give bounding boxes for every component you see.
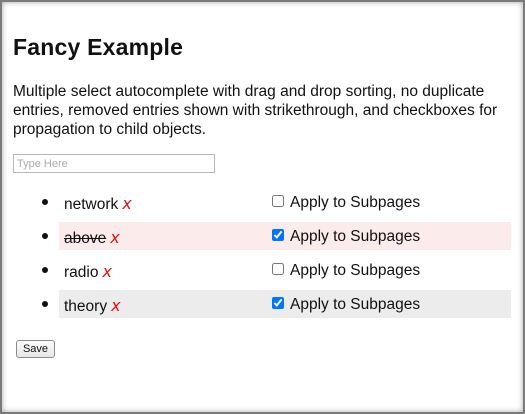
page-title: Fancy Example xyxy=(13,34,184,60)
save-button[interactable]: Save xyxy=(16,340,55,358)
remove-icon[interactable]: x xyxy=(110,228,120,247)
term-text: above xyxy=(64,230,107,247)
apply-to-subpages-checkbox[interactable] xyxy=(272,229,284,241)
autocomplete-input[interactable] xyxy=(13,154,215,173)
bullet-icon xyxy=(42,233,48,239)
term-text: theory xyxy=(64,298,108,315)
remove-icon[interactable]: x xyxy=(102,262,112,281)
apply-to-subpages-checkbox[interactable] xyxy=(272,263,284,275)
apply-to-subpages-checkbox[interactable] xyxy=(272,297,284,309)
bullet-icon xyxy=(42,267,48,273)
apply-to-subpages-label[interactable]: Apply to Subpages xyxy=(290,296,421,313)
term-text: network xyxy=(64,196,119,213)
apply-to-subpages-label[interactable]: Apply to Subpages xyxy=(290,194,421,211)
remove-icon[interactable]: x xyxy=(111,296,121,315)
apply-to-subpages-label[interactable]: Apply to Subpages xyxy=(290,262,421,279)
page-description: Multiple select autocomplete with drag a… xyxy=(13,83,498,138)
term-text: radio xyxy=(64,264,99,281)
apply-to-subpages-checkbox[interactable] xyxy=(272,195,284,207)
apply-to-subpages-label[interactable]: Apply to Subpages xyxy=(290,228,421,245)
remove-icon[interactable]: x xyxy=(122,194,132,213)
bullet-icon xyxy=(42,199,48,205)
bullet-icon xyxy=(42,301,48,307)
